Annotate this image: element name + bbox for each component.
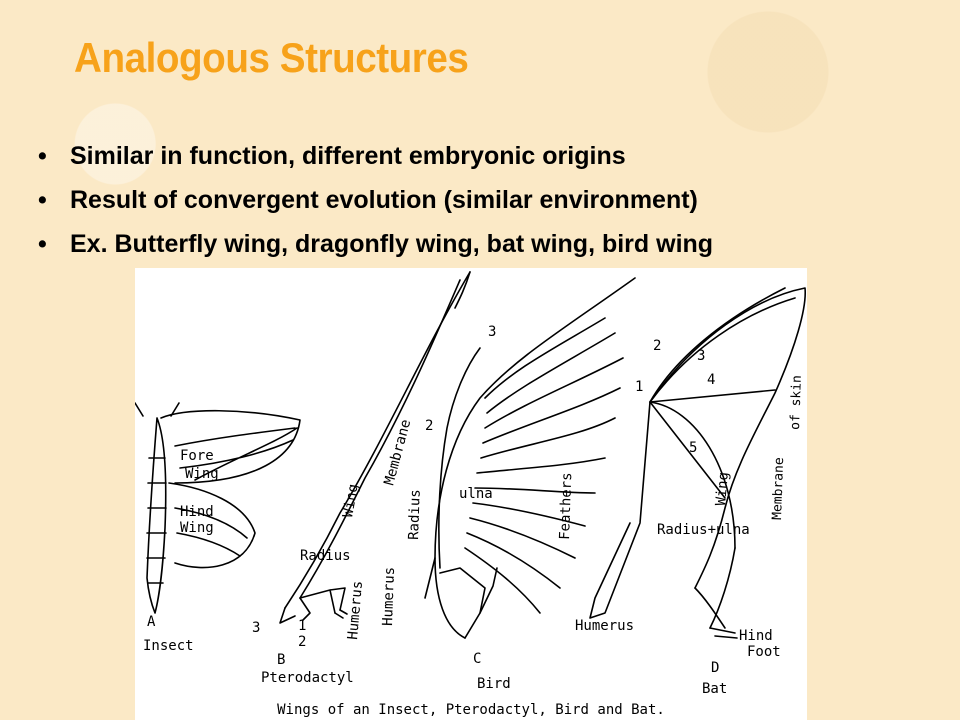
label-2-b: 2	[298, 634, 306, 650]
bullet-item: • Similar in function, different embryoni…	[38, 136, 713, 180]
label-bird-letter: C	[473, 651, 481, 667]
figure-caption: Wings of an Insect, Pterodactyl, Bird an…	[277, 702, 665, 718]
slide-title: Analogous Structures	[74, 34, 469, 81]
label-foot-d: Foot	[747, 644, 781, 660]
label-bat-letter: D	[711, 660, 719, 676]
label-3-c: 3	[488, 324, 496, 340]
bird-drawing	[424, 277, 636, 639]
pterodactyl-drawing	[279, 271, 471, 624]
label-1-d: 1	[635, 379, 643, 395]
bullet-list: • Similar in function, different embryoni…	[38, 136, 713, 268]
label-bat: Bat	[702, 681, 727, 697]
label-radius-b: Radius	[300, 548, 351, 564]
bullet-dot: •	[38, 186, 47, 214]
label-insect-letter: A	[147, 614, 156, 630]
label-membrane-d: Membrane	[770, 457, 787, 520]
label-fore-wing: Wing	[185, 466, 219, 482]
bullet-dot: •	[38, 142, 47, 170]
label-hind-wing: Wing	[180, 520, 214, 536]
label-fore: Fore	[180, 448, 214, 464]
label-wing-b: Wing	[340, 483, 362, 519]
label-1-b: 1	[298, 618, 306, 634]
bullet-item: • Ex. Butterfly wing, dragonfly wing, bat…	[38, 224, 713, 268]
label-radius-c: Radius	[406, 489, 424, 540]
label-of-skin: of skin	[788, 375, 805, 430]
label-humerus-b: Humerus	[345, 580, 366, 640]
bullet-text: Ex. Butterfly wing, dragonfly wing, bat …	[70, 230, 714, 258]
label-radius-ulna: Radius+ulna	[657, 522, 750, 538]
bullet-text: Similar in function, different embryonic…	[70, 142, 626, 170]
label-hind-d: Hind	[739, 628, 773, 644]
label-humerus-d: Humerus	[575, 618, 634, 634]
label-hind: Hind	[180, 504, 214, 520]
label-ulna: ulna	[459, 486, 493, 502]
label-bird: Bird	[477, 676, 511, 692]
label-humerus-c: Humerus	[380, 567, 398, 627]
bullet-dot: •	[38, 230, 47, 258]
wings-illustration: Fore Wing Hind Wing A Insect Membrane Wi…	[135, 271, 807, 697]
label-3-b: 3	[252, 620, 260, 636]
wings-diagram: Fore Wing Hind Wing A Insect Membrane Wi…	[135, 268, 807, 720]
label-insect: Insect	[143, 638, 194, 654]
label-4-d: 4	[707, 372, 715, 388]
bullet-text: Result of convergent evolution (similar …	[70, 186, 698, 214]
bat-drawing	[589, 287, 807, 639]
label-3-d: 3	[697, 348, 705, 364]
label-2-c: 2	[425, 418, 433, 434]
label-pterodactyl: Pterodactyl	[261, 670, 354, 686]
label-5-d: 5	[689, 440, 697, 456]
label-wing-d: Wing	[713, 471, 732, 506]
label-pterodactyl-letter: B	[277, 652, 285, 668]
label-2-d: 2	[653, 338, 661, 354]
label-feathers: Feathers	[557, 472, 575, 540]
bullet-item: • Result of convergent evolution (similar…	[38, 180, 713, 224]
insect-drawing	[135, 402, 301, 614]
